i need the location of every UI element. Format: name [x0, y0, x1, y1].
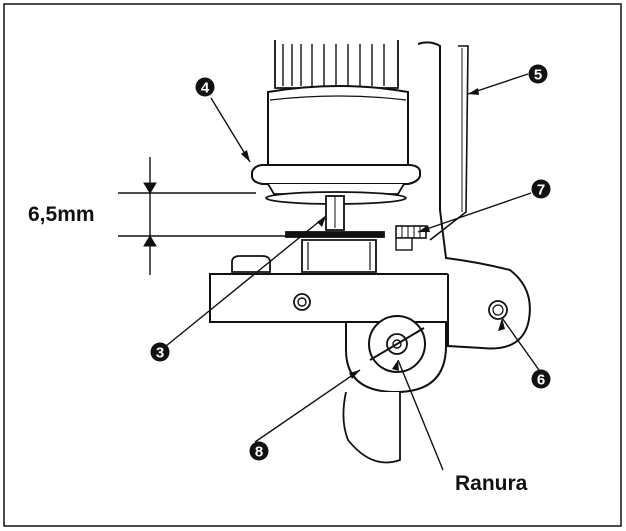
svg-text:4: 4 — [201, 80, 210, 97]
leader-lines — [165, 73, 540, 471]
callout-4: 4 — [195, 77, 215, 97]
svg-text:7: 7 — [537, 182, 545, 199]
pulley-flange — [251, 164, 421, 205]
cam-plate — [342, 315, 447, 464]
callout-6: 6 — [531, 369, 551, 389]
svg-text:5: 5 — [534, 67, 542, 84]
svg-text:8: 8 — [255, 444, 263, 461]
dimension-marker — [118, 157, 290, 275]
callout-7: 7 — [531, 179, 551, 199]
motor-shaft-ribbed — [274, 40, 399, 89]
slot-label: Ranura — [455, 472, 528, 495]
right-plate — [417, 41, 531, 350]
leader-arrowheads — [241, 88, 505, 379]
svg-text:6: 6 — [537, 372, 545, 389]
cylinder-body — [267, 85, 409, 173]
dimension-label: 6,5mm — [28, 203, 95, 226]
callout-5: 5 — [528, 64, 548, 84]
callout-8: 8 — [249, 441, 269, 461]
callout-3: 3 — [150, 342, 170, 362]
shaft-spring — [285, 195, 385, 238]
shaft-stand — [231, 239, 377, 273]
svg-text:3: 3 — [156, 345, 164, 362]
